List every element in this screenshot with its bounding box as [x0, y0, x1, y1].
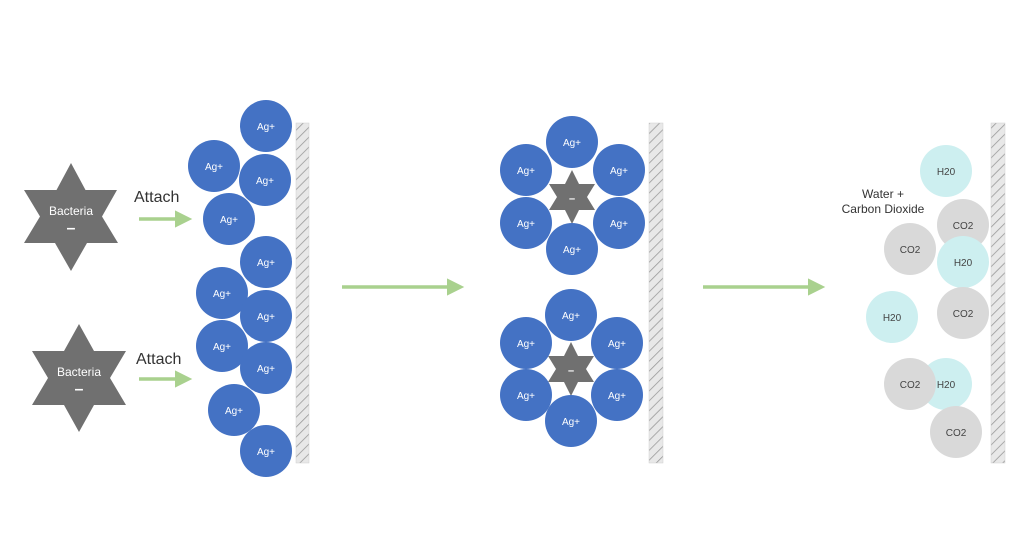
svg-text:Ag+: Ag+ [205, 162, 223, 173]
surface-wall-3 [990, 122, 1006, 464]
encircled-bacteria-top: – Ag+ Ag+ Ag+ Ag+ Ag+ Ag+ [500, 116, 645, 275]
silver-ion: Ag+ [240, 236, 292, 288]
bacteria-label: Bacteria [49, 204, 93, 218]
bacteria-star-icon [24, 163, 118, 271]
svg-text:Ag+: Ag+ [257, 122, 275, 133]
silver-ion: Ag+ [240, 290, 292, 342]
water-molecule: H20 [937, 236, 989, 288]
silver-ion: Ag+ [591, 317, 643, 369]
svg-text:Ag+: Ag+ [213, 342, 231, 353]
silver-ion: Ag+ [546, 223, 598, 275]
bacteria-label: Bacteria [57, 365, 101, 379]
water-molecule: H20 [866, 291, 918, 343]
silver-ion: Ag+ [240, 342, 292, 394]
silver-ion: Ag+ [240, 425, 292, 477]
svg-text:CO2: CO2 [900, 380, 921, 391]
silver-ion: Ag+ [240, 100, 292, 152]
svg-text:Ag+: Ag+ [608, 391, 626, 402]
svg-text:Ag+: Ag+ [517, 166, 535, 177]
silver-ion: Ag+ [208, 384, 260, 436]
silver-ion: Ag+ [500, 369, 552, 421]
co2-molecule: CO2 [937, 199, 989, 251]
products-caption-line1: Water + [862, 187, 904, 201]
negative-charge-symbol: – [569, 193, 575, 205]
silver-ion: Ag+ [239, 154, 291, 206]
surface-wall-1 [295, 122, 310, 464]
silver-ion-cluster-1: Ag+ Ag+ Ag+ Ag+ Ag+ Ag+ Ag+ Ag+ Ag+ Ag+ … [188, 100, 292, 477]
water-label: H20 [937, 380, 956, 391]
silver-ion: Ag+ [591, 369, 643, 421]
attach-label-bottom: Attach [136, 351, 181, 368]
silver-ion: Ag+ [500, 197, 552, 249]
svg-text:H20: H20 [954, 258, 973, 269]
bacteria-star-icon [549, 170, 595, 224]
svg-text:Ag+: Ag+ [220, 215, 238, 226]
svg-text:H20: H20 [883, 313, 902, 324]
silver-ion: Ag+ [545, 395, 597, 447]
attach-label-top: Attach [134, 189, 179, 206]
silver-ion: Ag+ [196, 320, 248, 372]
silver-ion: Ag+ [188, 140, 240, 192]
negative-charge-symbol: – [568, 365, 574, 377]
svg-text:Ag+: Ag+ [562, 311, 580, 322]
co2-molecule: CO2 [937, 287, 989, 339]
svg-text:CO2: CO2 [900, 245, 921, 256]
svg-text:Ag+: Ag+ [608, 339, 626, 350]
bacteria-star-icon [548, 342, 594, 396]
silver-ion: Ag+ [203, 193, 255, 245]
bacteria-shape-bottom: Bacteria – [32, 324, 126, 432]
svg-text:Ag+: Ag+ [257, 447, 275, 458]
silver-ion: Ag+ [500, 144, 552, 196]
products-caption-line2: Carbon Dioxide [842, 202, 925, 216]
svg-text:CO2: CO2 [953, 309, 974, 320]
silver-ion: Ag+ [500, 317, 552, 369]
svg-text:Ag+: Ag+ [610, 166, 628, 177]
bacteria-star-icon [32, 324, 126, 432]
svg-text:Ag+: Ag+ [257, 258, 275, 269]
co2-molecule: CO2 [884, 223, 936, 275]
svg-text:Ag+: Ag+ [256, 176, 274, 187]
stage-3-products: Water + Carbon Dioxide H20 CO2 CO2 H20 C… [842, 122, 1006, 464]
silver-ion: Ag+ [593, 144, 645, 196]
svg-text:Ag+: Ag+ [213, 289, 231, 300]
silver-ion: Ag+ [546, 116, 598, 168]
svg-text:Ag+: Ag+ [517, 339, 535, 350]
bacteria-shape-top: Bacteria – [24, 163, 118, 271]
encircled-bacteria-bottom: – Ag+ Ag+ Ag+ Ag+ Ag+ Ag+ [500, 289, 643, 447]
svg-text:Ag+: Ag+ [257, 312, 275, 323]
svg-text:Ag+: Ag+ [517, 391, 535, 402]
stage-2-surround: – Ag+ Ag+ Ag+ Ag+ Ag+ Ag+ – Ag+ Ag+ Ag+ … [500, 116, 664, 464]
svg-text:Ag+: Ag+ [563, 245, 581, 256]
svg-text:Ag+: Ag+ [517, 219, 535, 230]
negative-charge-symbol: – [67, 220, 76, 237]
co2-molecule: CO2 [884, 358, 936, 410]
stage-1-attach: Bacteria – Attach Bacteria – Attach Ag+ … [24, 100, 310, 477]
svg-text:Ag+: Ag+ [225, 406, 243, 417]
silver-ion: Ag+ [196, 267, 248, 319]
negative-charge-symbol: – [75, 381, 84, 398]
svg-text:Ag+: Ag+ [562, 417, 580, 428]
svg-text:H20: H20 [937, 167, 956, 178]
water-molecule [920, 358, 972, 410]
silver-ion: Ag+ [593, 197, 645, 249]
water-molecule: H20 [920, 145, 972, 197]
co2-molecule: CO2 [930, 406, 982, 458]
svg-text:CO2: CO2 [946, 428, 967, 439]
surface-wall-2 [648, 122, 664, 464]
svg-text:Ag+: Ag+ [257, 364, 275, 375]
svg-text:Ag+: Ag+ [610, 219, 628, 230]
svg-text:CO2: CO2 [953, 221, 974, 232]
silver-ion: Ag+ [545, 289, 597, 341]
svg-text:Ag+: Ag+ [563, 138, 581, 149]
